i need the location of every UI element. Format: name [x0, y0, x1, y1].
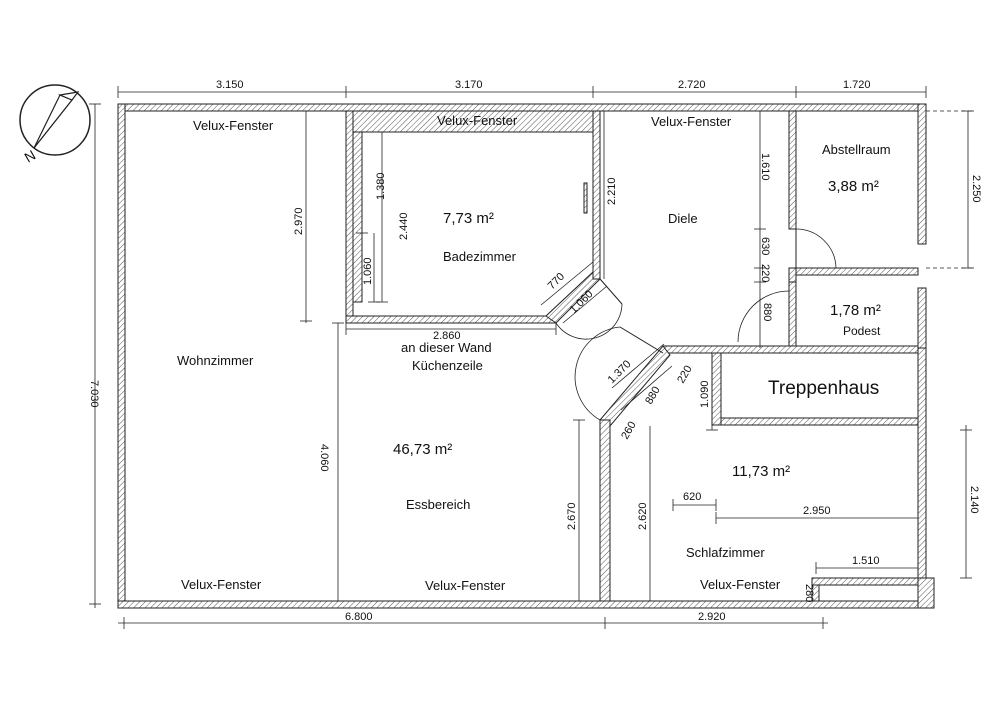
- dim-wohn-upper: 2.970: [293, 207, 305, 235]
- dim-bad-1380: 1.380: [375, 172, 387, 200]
- dim-top-1: 3.150: [216, 79, 244, 91]
- room-podest: Podest: [843, 324, 881, 338]
- dim-top-2: 3.170: [455, 79, 483, 91]
- dim-diele-2210: 2.210: [606, 177, 618, 205]
- room-essbereich: Essbereich: [406, 497, 470, 512]
- dim-left-total: 7.030: [88, 380, 100, 408]
- dim-right-lower: 2.140: [968, 486, 980, 514]
- dim-schlaf-280: 280: [803, 584, 815, 602]
- kitchen-note-line2: Küchenzeile: [412, 358, 483, 373]
- dim-top-4: 1.720: [843, 79, 871, 91]
- window-label: Velux-Fenster: [437, 113, 518, 128]
- dim-diele-880: 880: [761, 303, 773, 321]
- room-abstellraum: Abstellraum: [822, 142, 891, 157]
- dim-bad-2440: 2.440: [398, 212, 410, 240]
- dim-schlaf-620: 620: [683, 491, 701, 503]
- dim-schlaf-2950: 2.950: [803, 505, 831, 517]
- dim-bad-1060: 1.060: [362, 257, 374, 285]
- north-compass-icon: N: [19, 84, 91, 166]
- room-wohnzimmer: Wohnzimmer: [177, 353, 254, 368]
- dim-wohn-lower: 4.060: [318, 444, 330, 472]
- window-label: Velux-Fenster: [181, 577, 262, 592]
- dimension-labels: 3.150 3.170 2.720 1.720 6.800 2.920 7.03…: [88, 79, 982, 623]
- window-label: Velux-Fenster: [651, 114, 732, 129]
- area-podest: 1,78 m²: [830, 302, 881, 319]
- room-treppenhaus: Treppenhaus: [768, 378, 879, 399]
- dim-door-260: 260: [619, 420, 639, 442]
- area-bad: 7,73 m²: [443, 210, 494, 227]
- room-badezimmer: Badezimmer: [443, 249, 517, 264]
- dim-bad-770: 770: [546, 271, 567, 292]
- kitchen-note-line1: an dieser Wand: [401, 340, 492, 355]
- area-main: 46,73 m²: [393, 441, 452, 458]
- dim-top-3: 2.720: [678, 79, 706, 91]
- dim-treppe-1090: 1.090: [699, 380, 711, 408]
- area-schlaf: 11,73 m²: [732, 463, 790, 480]
- doors: [555, 228, 837, 421]
- window-label: Velux-Fenster: [425, 578, 506, 593]
- dim-schlaf-2620: 2.620: [637, 502, 649, 530]
- dim-door-220: 220: [675, 364, 695, 386]
- area-abstell: 3,88 m²: [828, 178, 879, 195]
- dim-diele-1610: 1.610: [759, 153, 771, 181]
- dim-diele-630: 630: [759, 237, 771, 255]
- dim-schlaf-1510: 1.510: [852, 555, 880, 567]
- room-labels: Wohnzimmer 7,73 m² Badezimmer Diele Abst…: [177, 142, 891, 560]
- room-diele: Diele: [668, 211, 698, 226]
- dim-bad-2860: 2.860: [433, 330, 461, 342]
- window-label: Velux-Fenster: [700, 577, 781, 592]
- walls: [117, 103, 935, 609]
- stairwell-box: [720, 352, 919, 419]
- dimension-lines: [89, 86, 974, 629]
- dim-bottom-1: 6.800: [345, 611, 373, 623]
- room-schlafzimmer: Schlafzimmer: [686, 545, 765, 560]
- dim-ess-2670: 2.670: [566, 502, 578, 530]
- window-labels: Velux-Fenster Velux-Fenster Velux-Fenste…: [181, 113, 781, 593]
- window-label: Velux-Fenster: [193, 118, 274, 133]
- dim-diele-220: 220: [759, 264, 771, 282]
- dim-bottom-2: 2.920: [698, 611, 726, 623]
- dim-right-upper: 2.250: [970, 175, 982, 203]
